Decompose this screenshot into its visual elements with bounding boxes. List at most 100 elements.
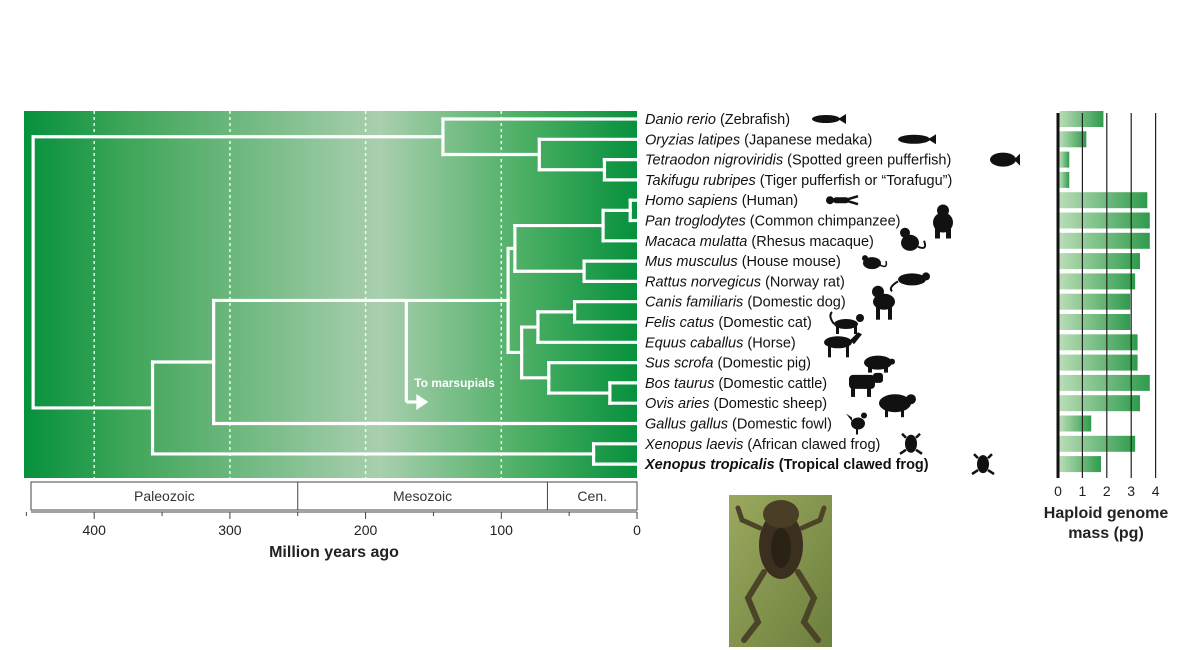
genome-bar	[1059, 415, 1092, 432]
species-common-name: (Japanese medaka)	[740, 132, 872, 148]
species-label: Canis familiaris (Domestic dog)	[645, 295, 846, 311]
species-common-name: (Human)	[738, 193, 798, 209]
species-latin-name: Macaca mulatta	[645, 234, 747, 250]
species-label: Pan troglodytes (Common chimpanzee)	[645, 214, 901, 230]
genome-mass-bars	[1059, 111, 1150, 473]
species-latin-name: Sus scrofa	[645, 356, 714, 372]
species-label: Equus caballus (Horse)	[645, 335, 796, 351]
genome-tick-label: 2	[1103, 483, 1111, 499]
genome-bar	[1059, 354, 1138, 371]
species-label: Rattus norvegicus (Norway rat)	[645, 274, 845, 290]
species-latin-name: Danio rerio	[645, 112, 716, 128]
genome-bar	[1059, 212, 1150, 229]
era-box	[30, 481, 638, 511]
species-labels: Danio rerio (Zebrafish) Oryzias latipes (…	[644, 112, 952, 473]
time-tick-label: 0	[633, 522, 641, 538]
species-label: Tetraodon nigroviridis (Spotted green pu…	[645, 153, 951, 169]
genome-bar	[1059, 374, 1150, 391]
chicken-icon	[846, 412, 867, 435]
mouse-icon	[862, 255, 888, 270]
species-latin-name: Mus musculus	[645, 254, 738, 270]
genome-bar	[1059, 232, 1150, 249]
species-common-name: (Domestic cattle)	[714, 376, 827, 392]
genome-bar	[1059, 273, 1136, 290]
tree-background	[24, 111, 637, 478]
species-common-name: (House mouse)	[738, 254, 841, 270]
marsupial-branch: To marsupials	[404, 300, 495, 410]
genome-axis-title: Haploid genome	[1044, 505, 1169, 522]
species-common-name: (Domestic cat)	[714, 315, 812, 331]
species-latin-name: Xenopus laevis	[644, 437, 743, 453]
time-tick-label: 100	[490, 522, 514, 538]
species-common-name: (Zebrafish)	[716, 112, 790, 128]
sheep-icon	[879, 394, 916, 418]
species-label: Sus scrofa (Domestic pig)	[645, 356, 811, 372]
genome-tick-label: 4	[1152, 483, 1160, 499]
species-label: Mus musculus (House mouse)	[645, 254, 841, 270]
frog-icon	[899, 432, 923, 455]
species-label: Takifugu rubripes (Tiger pufferfish or “…	[645, 173, 952, 189]
genome-bar	[1059, 293, 1131, 310]
species-latin-name: Oryzias latipes	[645, 132, 740, 148]
species-label: Gallus gallus (Domestic fowl)	[645, 417, 832, 433]
species-latin-name: Felis catus	[645, 315, 714, 331]
horse-icon	[824, 332, 862, 358]
species-latin-name: Gallus gallus	[645, 417, 728, 433]
cattle-icon	[849, 372, 883, 397]
species-label: Danio rerio (Zebrafish)	[645, 112, 790, 128]
animal-icons	[812, 114, 1020, 476]
species-latin-name: Rattus norvegicus	[645, 274, 761, 290]
genome-tick-label: 3	[1127, 483, 1135, 499]
species-latin-name: Canis familiaris	[645, 295, 743, 311]
era-label: Mesozoic	[393, 488, 452, 504]
frog-photo	[729, 495, 832, 647]
species-latin-name: Equus caballus	[645, 335, 743, 351]
species-latin-name: Takifugu rubripes	[645, 173, 756, 189]
dog-icon	[872, 285, 895, 320]
time-tick-label: 300	[218, 522, 242, 538]
genome-bar	[1059, 456, 1101, 473]
genome-bar	[1059, 253, 1141, 270]
genome-bar	[1059, 151, 1070, 168]
species-label: Macaca mulatta (Rhesus macaque)	[645, 234, 874, 250]
species-label: Bos taurus (Domestic cattle)	[645, 376, 827, 392]
zebrafish-icon	[812, 114, 846, 124]
era-label: Paleozoic	[134, 488, 195, 504]
phylogenetic-tree	[31, 117, 639, 466]
species-common-name: (Tiger pufferfish or “Torafugu”)	[756, 173, 953, 189]
time-axis-title: Million years ago	[269, 544, 399, 561]
genome-tick-label: 0	[1054, 483, 1062, 499]
species-common-name: (Tropical clawed frog)	[775, 457, 929, 473]
era-label: Cen.	[577, 488, 607, 504]
pufferfish-icon	[990, 152, 1020, 167]
species-latin-name: Tetraodon nigroviridis	[645, 153, 783, 169]
species-label: Ovis aries (Domestic sheep)	[645, 396, 827, 412]
marsupial-arrowhead	[416, 394, 429, 410]
time-tick-label: 400	[83, 522, 107, 538]
species-common-name: (Domestic dog)	[743, 295, 845, 311]
genome-bar	[1059, 111, 1104, 127]
species-label: Felis catus (Domestic cat)	[645, 315, 812, 331]
species-common-name: (African clawed frog)	[743, 437, 880, 453]
species-common-name: (Domestic sheep)	[709, 396, 827, 412]
genome-bar	[1059, 192, 1148, 209]
genome-bar	[1059, 131, 1087, 148]
marsupial-label: To marsupials	[414, 376, 495, 390]
frog-icon	[971, 453, 995, 476]
species-common-name: (Horse)	[743, 335, 795, 351]
genome-bar	[1059, 314, 1131, 330]
genome-bar	[1059, 334, 1138, 351]
time-tick-label: 200	[354, 522, 378, 538]
genome-bar	[1059, 395, 1141, 412]
medaka-icon	[898, 134, 936, 145]
species-common-name: (Spotted green pufferfish)	[783, 153, 951, 169]
rat-icon	[889, 272, 930, 293]
species-common-name: (Norway rat)	[761, 274, 845, 290]
species-latin-name: Homo sapiens	[645, 193, 738, 209]
chimpanzee-icon	[933, 204, 953, 239]
time-gridlines	[93, 111, 503, 478]
species-latin-name: Bos taurus	[645, 376, 714, 392]
